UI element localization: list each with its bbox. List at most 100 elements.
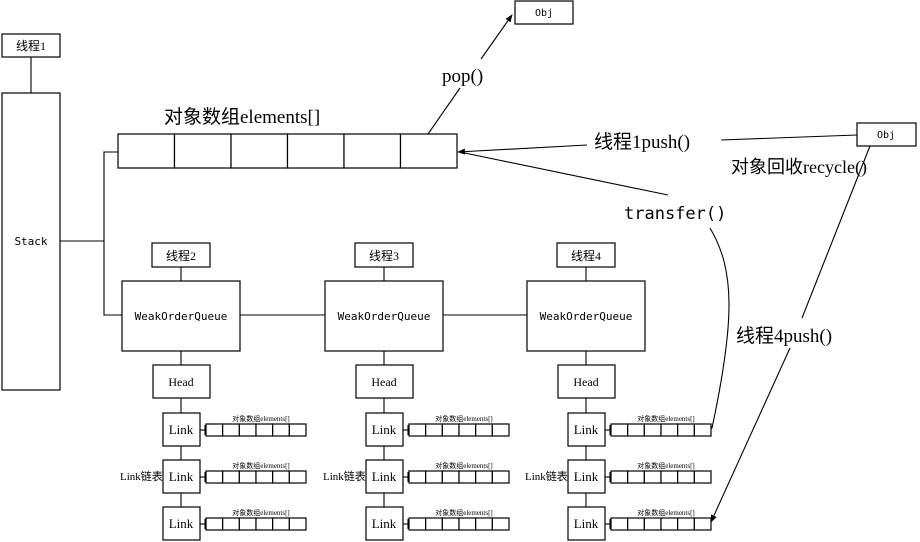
transfer-label: transfer() [624, 204, 726, 224]
link-label: Link [169, 516, 194, 531]
link-node [365, 412, 404, 447]
weak-order-queue-node [324, 280, 444, 352]
link-array-cell [288, 470, 307, 484]
stack-node: Stack [1, 92, 61, 391]
pop-arrow [480, 14, 513, 60]
link-array-cell [408, 470, 427, 484]
link-label: Link [574, 422, 599, 437]
pop-line-lower [427, 87, 461, 135]
link-chain-label: Link链表 [525, 469, 568, 483]
link-array-cell [643, 517, 662, 531]
weak-order-queue-group: 线程4WeakOrderQueueHeadLink链表Link对象数组eleme… [525, 242, 712, 541]
main-array-cell [117, 133, 176, 169]
link-array-cell [677, 517, 695, 531]
link-array-cell [205, 423, 224, 437]
link-array-cell [255, 470, 274, 484]
link-array-cell [627, 423, 645, 437]
weak-order-queue-group: 线程3WeakOrderQueueHeadLink链表Link对象数组eleme… [323, 242, 527, 541]
head-label: Head [371, 375, 396, 389]
stack-label: Stack [14, 235, 47, 248]
head-node [152, 364, 211, 399]
link-array-cell [475, 423, 493, 437]
link-array-cell [272, 423, 290, 437]
head-node [557, 364, 616, 399]
thread-label: 线程4 [571, 248, 601, 263]
thread-node [556, 242, 616, 268]
link-array-cell [610, 517, 629, 531]
link-array-label: 对象数组elements[] [232, 508, 290, 517]
link-array-cell [408, 423, 427, 437]
link-array-cell [458, 517, 477, 531]
link-array-cell [491, 423, 510, 437]
head-label: Head [168, 375, 193, 389]
link-label: Link [169, 469, 194, 484]
link-array-cell [255, 517, 274, 531]
weak-order-queue-group: 线程2WeakOrderQueueHeadLink链表Link对象数组eleme… [120, 242, 325, 541]
link-array-cell [238, 423, 257, 437]
link-chain-label: Link链表 [120, 469, 163, 483]
link-array-cell [238, 517, 257, 531]
transfer-arrow-line [459, 151, 669, 196]
link-array-cell [441, 517, 460, 531]
link-array-label: 对象数组elements[] [435, 414, 493, 423]
link-array-label: 对象数组elements[] [637, 414, 695, 423]
main-array-cell [343, 133, 402, 169]
main-array-cell [286, 133, 345, 169]
link-array-cell [425, 423, 443, 437]
link-array-cell [205, 470, 224, 484]
obj-top-label: Obj [535, 8, 553, 19]
link-node [567, 506, 606, 541]
link-array-cell [660, 423, 679, 437]
weak-order-queue-node [526, 280, 646, 352]
link-node [162, 412, 201, 447]
link-label: Link [372, 516, 397, 531]
main-array-cell [399, 133, 458, 169]
thread-label: 线程2 [166, 248, 196, 263]
link-array-cell [238, 470, 257, 484]
push1-arrow [457, 144, 588, 155]
main-array-cell [230, 133, 289, 169]
link-array-cell [677, 470, 695, 484]
link-array-label: 对象数组elements[] [637, 461, 695, 470]
main-array-cell [173, 133, 232, 169]
link-array-cell [643, 423, 662, 437]
weak-order-queue-label: WeakOrderQueue [338, 310, 431, 323]
transfer-curve [707, 227, 730, 431]
link-array-cell [610, 470, 629, 484]
main-elements-array [117, 133, 458, 169]
link-array-cell [693, 423, 712, 437]
link-label: Link [574, 469, 599, 484]
link-array-cell [425, 517, 443, 531]
link-array-label: 对象数组elements[] [435, 508, 493, 517]
thread1-node: 线程1 [1, 33, 61, 58]
link-chain-label: Link链表 [323, 469, 366, 483]
link-array-cell [627, 517, 645, 531]
link-array-cell [288, 423, 307, 437]
link-array-cell [458, 423, 477, 437]
link-node [365, 506, 404, 541]
link-label: Link [372, 422, 397, 437]
link-array-cell [222, 470, 240, 484]
link-array-cell [205, 517, 224, 531]
thread-node [151, 242, 211, 268]
link-array-cell [408, 517, 427, 531]
link-array-cell [272, 470, 290, 484]
link-array-cell [475, 470, 493, 484]
link-array-cell [693, 517, 712, 531]
link-array-cell [458, 470, 477, 484]
main-array-label: 对象数组elements[] [164, 106, 320, 128]
obj-right-label: Obj [877, 130, 895, 141]
link-array-cell [425, 470, 443, 484]
link-array-cell [222, 517, 240, 531]
link-array-cell [441, 423, 460, 437]
push1-line-right [720, 134, 858, 141]
link-array-cell [255, 423, 274, 437]
link-array-label: 对象数组elements[] [232, 461, 290, 470]
obj-top-node: Obj [514, 0, 574, 25]
recycle-line-upper [801, 145, 871, 319]
head-label: Head [573, 375, 598, 389]
stack-bus-connector [103, 151, 122, 316]
push4-label: 线程4push() [736, 325, 832, 347]
